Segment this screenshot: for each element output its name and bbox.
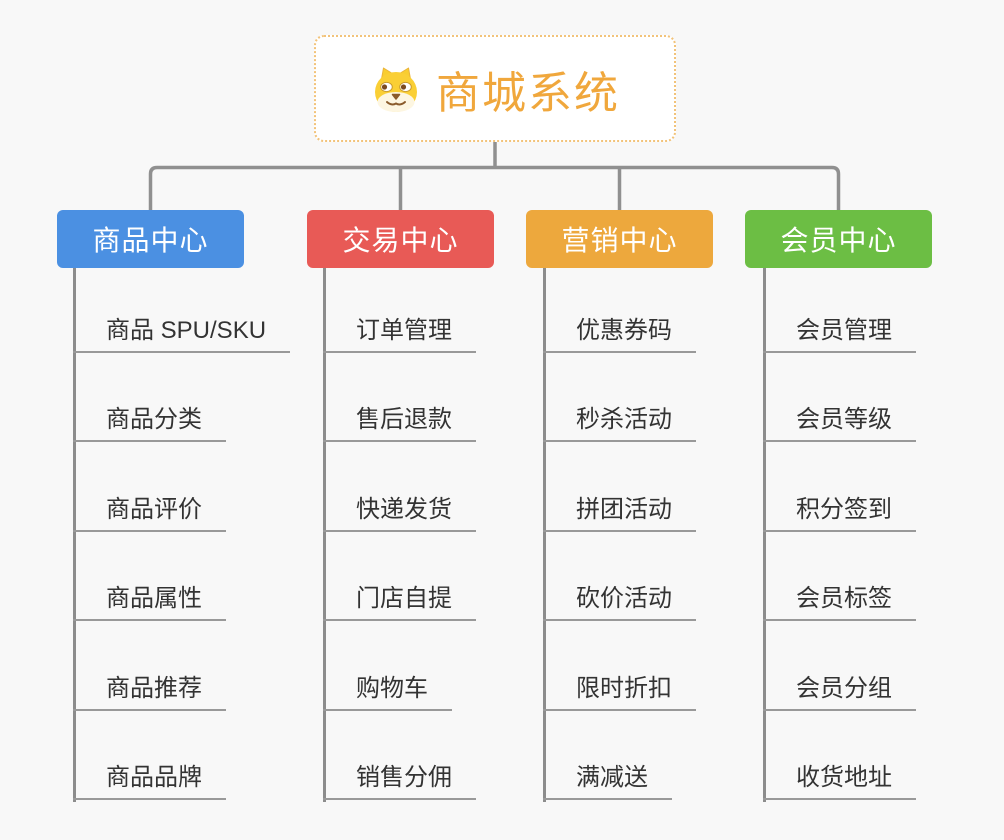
leaf-node[interactable]: 商品推荐 bbox=[73, 673, 226, 711]
leaf-node[interactable]: 限时折扣 bbox=[543, 673, 696, 711]
leaf-node[interactable]: 砍价活动 bbox=[543, 583, 696, 621]
branch-label: 营销中心 bbox=[561, 225, 678, 256]
branch-rail-line bbox=[323, 268, 326, 802]
branch-rail-line bbox=[543, 268, 546, 802]
leaf-node[interactable]: 优惠券码 bbox=[543, 315, 696, 353]
leaf-node[interactable]: 订单管理 bbox=[323, 315, 476, 353]
leaf-node[interactable]: 拼团活动 bbox=[543, 494, 696, 532]
branch-label: 交易中心 bbox=[342, 225, 459, 256]
branch-items-marketing-center: 优惠券码 秒杀活动 拼团活动 砍价活动 限时折扣 满减送 bbox=[543, 268, 753, 804]
branch-node-member-center[interactable]: 会员中心 bbox=[745, 210, 932, 268]
root-node-title: 商城系统 bbox=[436, 68, 620, 118]
branch-rail-line bbox=[73, 268, 76, 802]
leaf-node[interactable]: 商品评价 bbox=[73, 494, 226, 532]
leaf-node[interactable]: 商品属性 bbox=[73, 583, 226, 621]
branch-label: 会员中心 bbox=[780, 225, 897, 256]
leaf-node[interactable]: 会员管理 bbox=[763, 315, 916, 353]
dog-face-icon bbox=[375, 67, 417, 112]
branch-label: 商品中心 bbox=[92, 225, 209, 256]
branch-rail-line bbox=[763, 268, 766, 802]
leaf-node[interactable]: 积分签到 bbox=[763, 494, 916, 532]
leaf-node[interactable]: 会员分组 bbox=[763, 673, 916, 711]
branch-items-trade-center: 订单管理 售后退款 快递发货 门店自提 购物车 销售分佣 bbox=[323, 268, 533, 804]
leaf-node[interactable]: 门店自提 bbox=[323, 583, 476, 621]
leaf-node[interactable]: 商品品牌 bbox=[73, 762, 226, 800]
leaf-node[interactable]: 会员等级 bbox=[763, 404, 916, 442]
branch-node-trade-center[interactable]: 交易中心 bbox=[307, 210, 494, 268]
leaf-node[interactable]: 收货地址 bbox=[763, 762, 916, 800]
root-node[interactable]: 商城系统 bbox=[314, 35, 676, 142]
branch-node-product-center[interactable]: 商品中心 bbox=[57, 210, 244, 268]
leaf-node[interactable]: 商品分类 bbox=[73, 404, 226, 442]
leaf-node[interactable]: 购物车 bbox=[323, 673, 452, 711]
leaf-node[interactable]: 秒杀活动 bbox=[543, 404, 696, 442]
branch-node-marketing-center[interactable]: 营销中心 bbox=[526, 210, 713, 268]
leaf-node[interactable]: 会员标签 bbox=[763, 583, 916, 621]
leaf-node[interactable]: 快递发货 bbox=[323, 494, 476, 532]
leaf-node[interactable]: 满减送 bbox=[543, 762, 672, 800]
branch-items-member-center: 会员管理 会员等级 积分签到 会员标签 会员分组 收货地址 bbox=[763, 268, 973, 804]
branch-items-product-center: 商品 SPU/SKU 商品分类 商品评价 商品属性 商品推荐 商品品牌 bbox=[73, 268, 291, 804]
leaf-node[interactable]: 售后退款 bbox=[323, 404, 476, 442]
leaf-node[interactable]: 商品 SPU/SKU bbox=[73, 315, 291, 353]
leaf-node[interactable]: 销售分佣 bbox=[323, 762, 476, 800]
